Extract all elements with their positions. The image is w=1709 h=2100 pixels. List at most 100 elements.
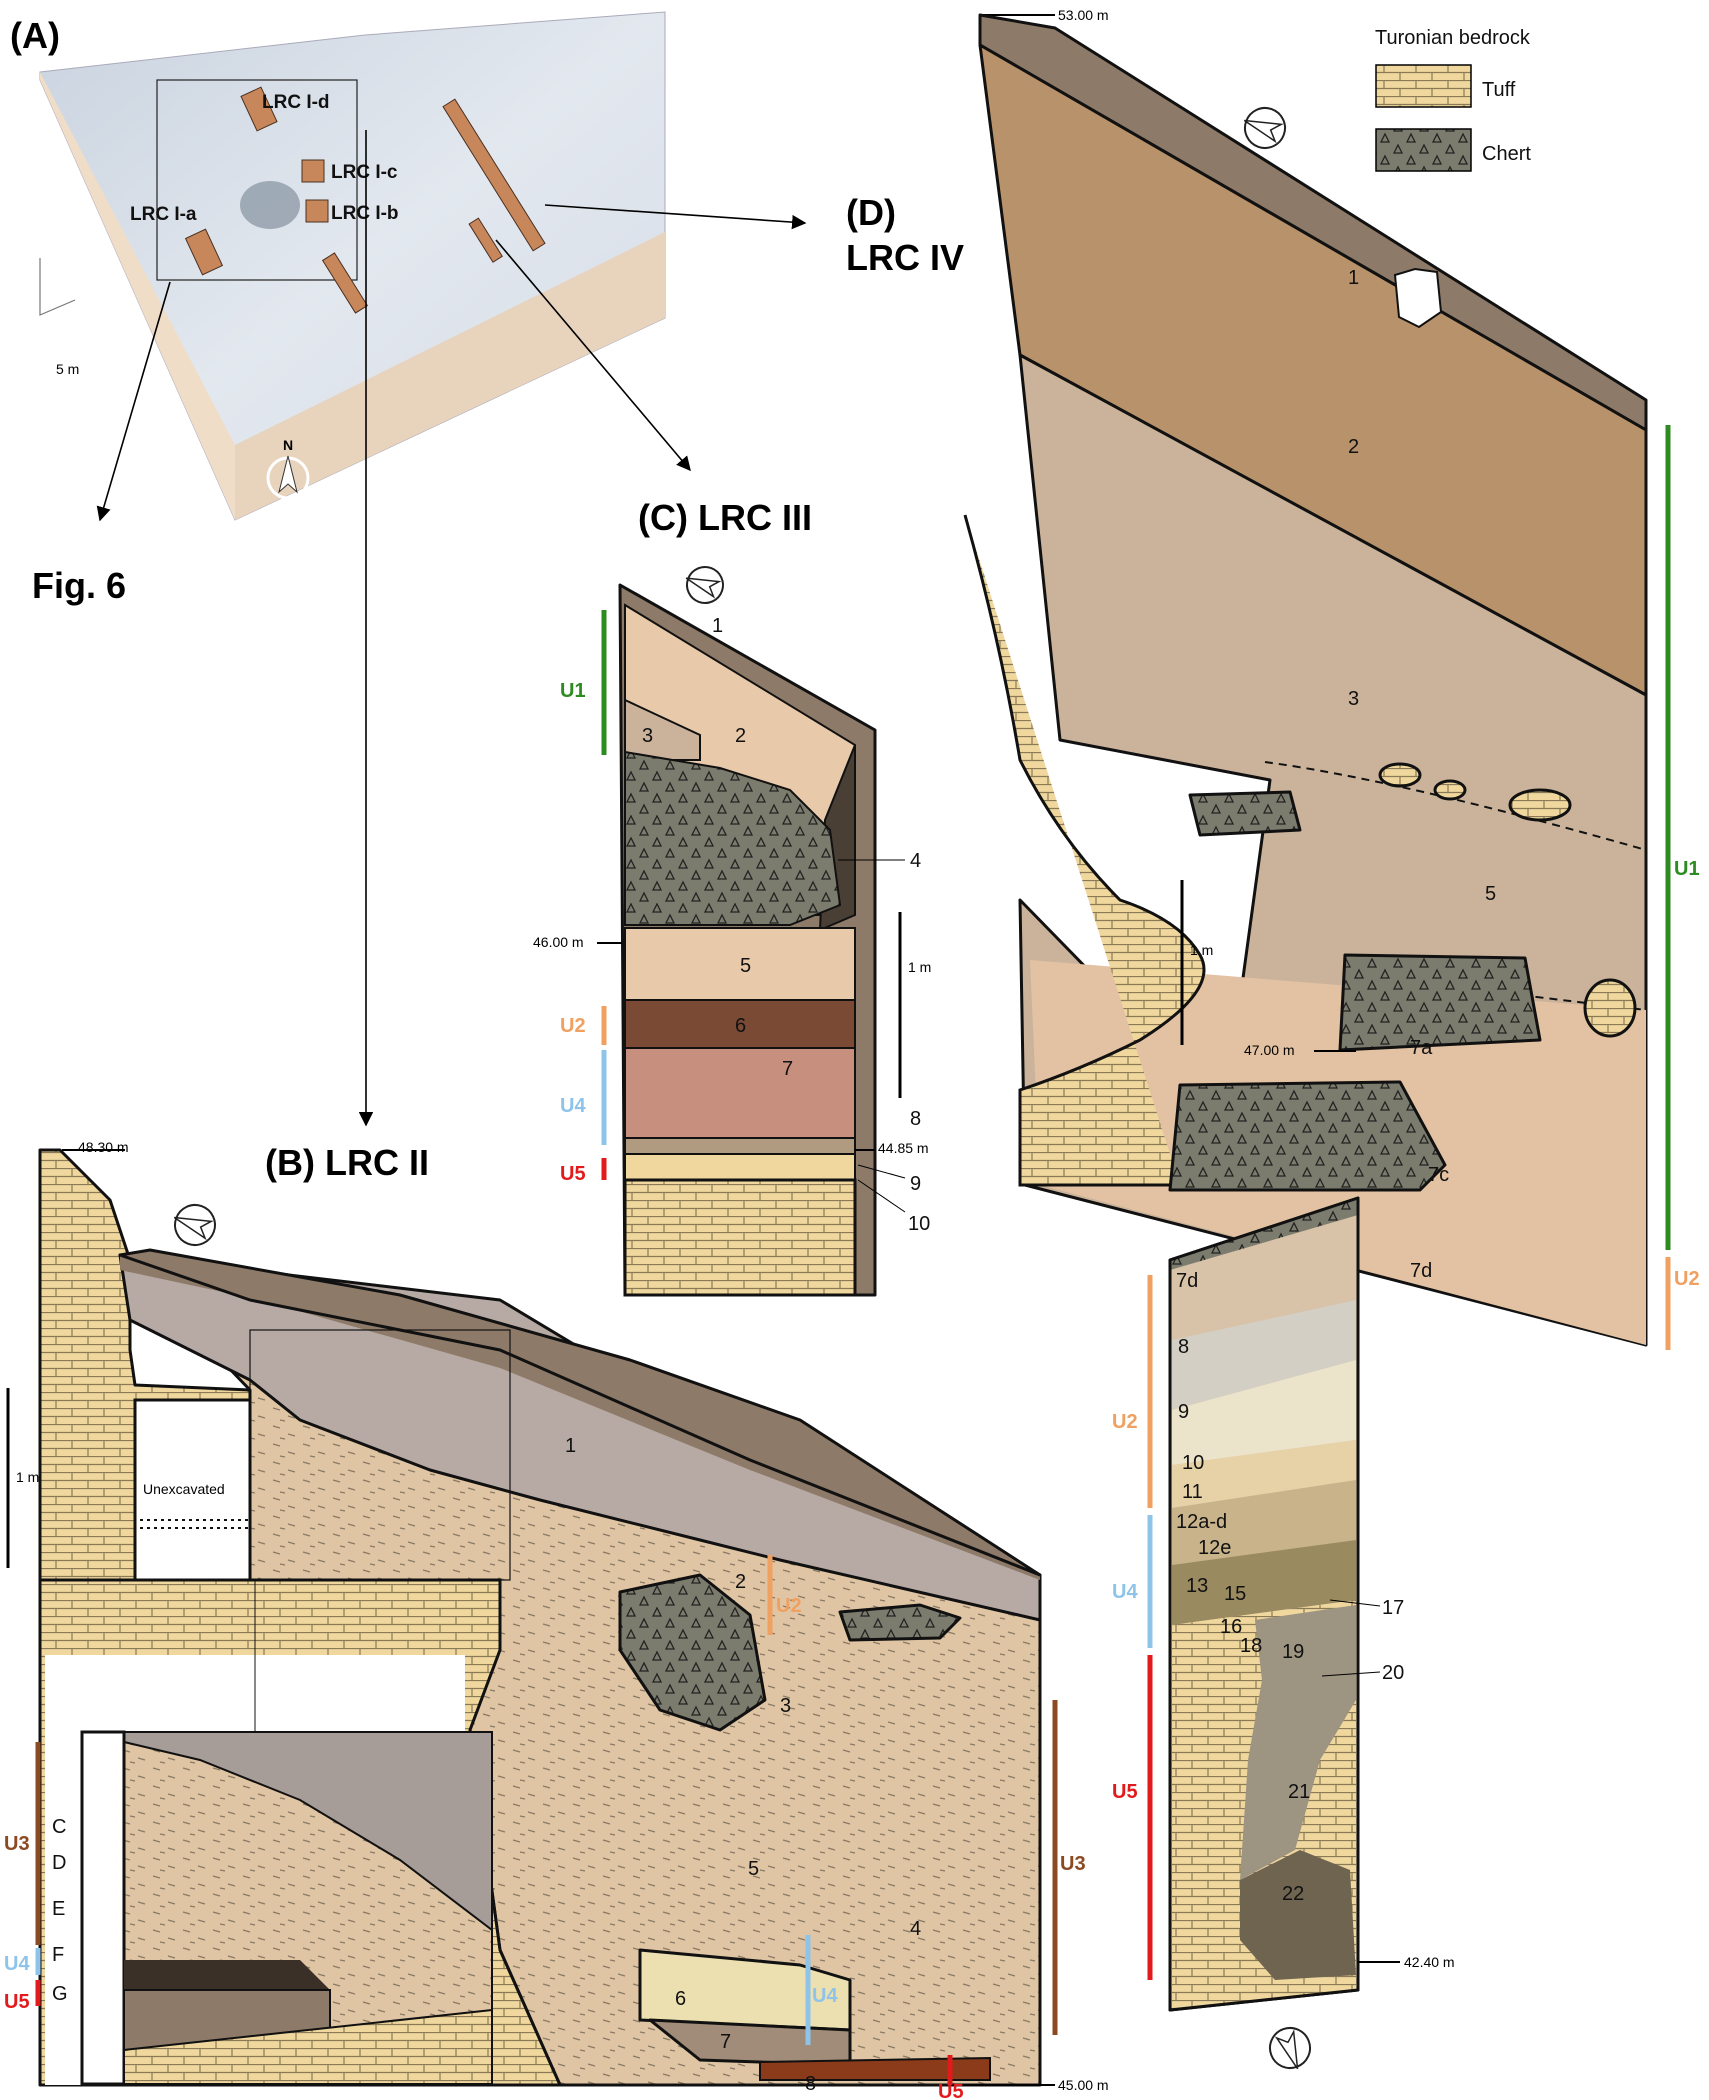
panel-b-label: (B) LRC II <box>265 1142 429 1183</box>
d-lower-north-arrow <box>1269 2027 1311 2070</box>
b-label-3: 3 <box>780 1695 791 1717</box>
b-unexcavated-area <box>133 1398 252 1587</box>
legend-chert-label: Chert <box>1482 143 1531 165</box>
b-elev-4830: 48.30 m <box>78 1139 129 1155</box>
d-low-label-8: 8 <box>1178 1336 1189 1358</box>
panel-d-section: (D) LRC IV 53.00 m Turonian bedrock Tuff… <box>846 7 1700 2070</box>
c-label-8: 8 <box>910 1108 921 1130</box>
d-unit-u5: U5 <box>1112 1781 1138 1803</box>
d-label-7d: 7d <box>1410 1260 1432 1282</box>
trench-lrc-i-b <box>305 199 329 223</box>
map-focus-box <box>156 79 358 281</box>
c-north-arrow <box>685 566 724 604</box>
map-scale-text: 5 m <box>56 361 79 377</box>
c-unit-u2: U2 <box>560 1015 586 1037</box>
d-leader-20 <box>1321 1671 1381 1677</box>
cave-depression <box>240 181 300 229</box>
d-scale-text: 1 m <box>1190 942 1213 958</box>
d-lower-outline <box>1168 1196 1360 2012</box>
b-layer-6 <box>638 1948 852 2032</box>
b-label-7: 7 <box>720 2031 731 2053</box>
b-inset-unit-u3: U3 <box>4 1833 30 1855</box>
d-clast-2 <box>1508 788 1572 822</box>
d-stone-line-1 <box>1264 761 1647 851</box>
c-leader-9 <box>857 1164 906 1179</box>
d-lower-layer-12 <box>1172 1480 1356 1565</box>
c-unit-u1: U1 <box>560 680 586 702</box>
c-layer-5 <box>624 927 856 1001</box>
b-layer-8-lens <box>759 2056 991 2081</box>
d-clast-3 <box>1378 762 1422 788</box>
d-lower-chert-top <box>1170 1198 1358 1270</box>
d-layer-1 <box>978 13 1648 432</box>
arrow-to-panel-d <box>544 204 807 230</box>
b-label-6: 6 <box>675 1988 686 2010</box>
d-lower-layer-22 <box>1240 1850 1356 1980</box>
d-chert-block-3 <box>1168 1080 1447 1192</box>
b-unexcavated-label: Unexcavated <box>143 1481 225 1497</box>
c-chert <box>624 750 842 926</box>
panel-d-label-2: LRC IV <box>846 237 964 278</box>
panel-c-section: (C) LRC III 1 m 46.00 m 44.85 m 1 2 3 4 … <box>533 497 931 1297</box>
b-inset-unit-u5: U5 <box>4 1991 30 2013</box>
terrain-side-left <box>40 72 235 520</box>
c-unit-u5: U5 <box>560 1163 586 1185</box>
trench-lrc-ii <box>321 252 369 314</box>
map-north-label: N <box>283 437 293 453</box>
c-label-5: 5 <box>740 955 751 977</box>
trench-lrc-i-a <box>184 228 224 276</box>
d-low-label-10: 10 <box>1182 1452 1204 1474</box>
trench-lrc-iv <box>442 98 546 252</box>
b-unit-u2: U2 <box>776 1595 802 1617</box>
c-elev-4485: 44.85 m <box>878 1140 929 1156</box>
b-elev-45: 45.00 m <box>1058 2077 1109 2093</box>
b-unit-u4: U4 <box>812 1985 838 2007</box>
elev-42-text: 42.40 m <box>1404 1954 1455 1970</box>
c-layer-8 <box>624 1137 856 1155</box>
d-label-7a: 7a <box>1410 1037 1433 1059</box>
b-inset-label-g: G <box>52 1983 68 2005</box>
b-label-2: 2 <box>735 1571 746 1593</box>
trench-lrc-i-c <box>301 159 325 183</box>
b-label-5: 5 <box>748 1858 759 1880</box>
c-scale-text: 1 m <box>908 959 931 975</box>
c-leader-10 <box>857 1179 906 1213</box>
d-low-label-17: 17 <box>1382 1597 1404 1619</box>
d-low-label-19: 19 <box>1282 1641 1304 1663</box>
c-label-7: 7 <box>782 1058 793 1080</box>
d-lower-layer-10-11 <box>1172 1440 1356 1508</box>
d-unit-u1: U1 <box>1674 858 1700 880</box>
c-label-9: 9 <box>910 1173 921 1195</box>
d-chert-block-1 <box>1188 790 1302 837</box>
legend-tuff-label: Tuff <box>1482 79 1516 101</box>
d-lower-layer-13-16 <box>1172 1540 1356 1625</box>
b-label-1: 1 <box>565 1435 576 1457</box>
d-low-label-21: 21 <box>1288 1781 1310 1803</box>
d-label-2: 2 <box>1348 436 1359 458</box>
b-zoom-box <box>249 1329 511 1581</box>
c-label-3: 3 <box>642 725 653 747</box>
b-inset-label-d: D <box>52 1852 66 1874</box>
elev-47-text: 47.00 m <box>1244 1042 1295 1058</box>
c-label-2: 2 <box>735 725 746 747</box>
d-low-label-11: 11 <box>1182 1481 1203 1503</box>
d-label-5: 5 <box>1485 883 1496 905</box>
b-inset-unexcavated <box>80 1730 126 2086</box>
d-low-label-13: 13 <box>1186 1575 1208 1597</box>
c-layer-3 <box>624 698 701 761</box>
d-low-label-22: 22 <box>1282 1883 1304 1905</box>
d-low-label-16: 16 <box>1220 1616 1242 1638</box>
d-tree-stump-icon <box>1393 267 1443 329</box>
b-inset-border <box>81 1731 493 2085</box>
d-leader-17 <box>1329 1599 1381 1607</box>
legend-tuff-swatch <box>1375 64 1472 108</box>
scale-axes <box>39 258 76 316</box>
b-dotted-lines <box>140 1519 250 1529</box>
b-inset-layer-f <box>124 1960 330 1990</box>
c-layer-9 <box>624 1153 856 1181</box>
d-clast-1 <box>1583 978 1637 1038</box>
c-layer-10 <box>623 1178 857 1297</box>
b-north-arrow <box>173 1204 216 1246</box>
d-label-1: 1 <box>1348 267 1359 289</box>
